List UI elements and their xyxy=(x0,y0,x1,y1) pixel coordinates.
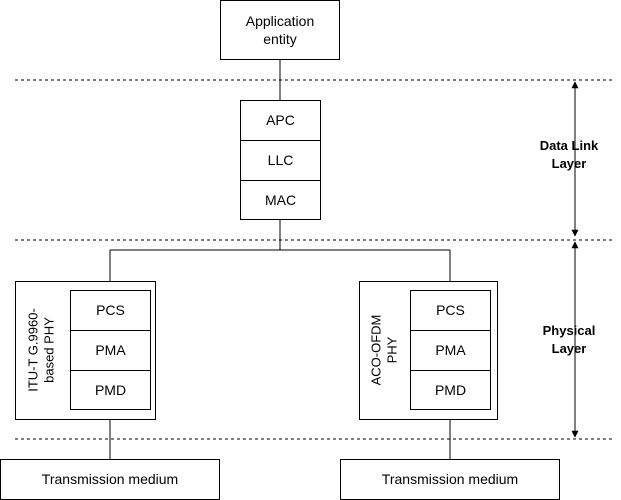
apc-label: APC xyxy=(266,112,295,129)
mac-box: MAC xyxy=(240,180,321,220)
pmd-right-box: PMD xyxy=(410,370,491,410)
phy-right-title: ACO-OFDM PHY xyxy=(368,314,399,386)
transmission-medium-right-label: Transmission medium xyxy=(381,471,519,488)
phy-left-title: ITU-T G.9960- based PHY xyxy=(25,308,56,392)
pma-right-box: PMA xyxy=(410,330,491,371)
pcs-left-label: PCS xyxy=(96,302,125,319)
transmission-medium-right-box: Transmission medium xyxy=(340,459,560,500)
pma-right-label: PMA xyxy=(435,342,466,359)
pmd-right-label: PMD xyxy=(434,381,467,398)
mac-label: MAC xyxy=(264,191,297,208)
pma-left-box: PMA xyxy=(70,330,151,371)
pcs-right-box: PCS xyxy=(410,290,491,331)
llc-label: LLC xyxy=(267,152,294,169)
apc-box: APC xyxy=(240,100,321,141)
transmission-medium-left-label: Transmission medium xyxy=(41,471,179,488)
application-entity-box: Application entity xyxy=(220,0,340,60)
application-entity-label: Application entity xyxy=(245,12,315,47)
pmd-left-label: PMD xyxy=(94,381,127,398)
pcs-right-label: PCS xyxy=(436,302,465,319)
pmd-left-box: PMD xyxy=(70,370,151,410)
pma-left-label: PMA xyxy=(95,342,126,359)
transmission-medium-left-box: Transmission medium xyxy=(0,459,220,500)
data-link-layer-label: Data Link Layer xyxy=(539,138,599,172)
pcs-left-box: PCS xyxy=(70,290,151,331)
llc-box: LLC xyxy=(240,140,321,181)
physical-layer-label: Physical Layer xyxy=(542,323,596,357)
